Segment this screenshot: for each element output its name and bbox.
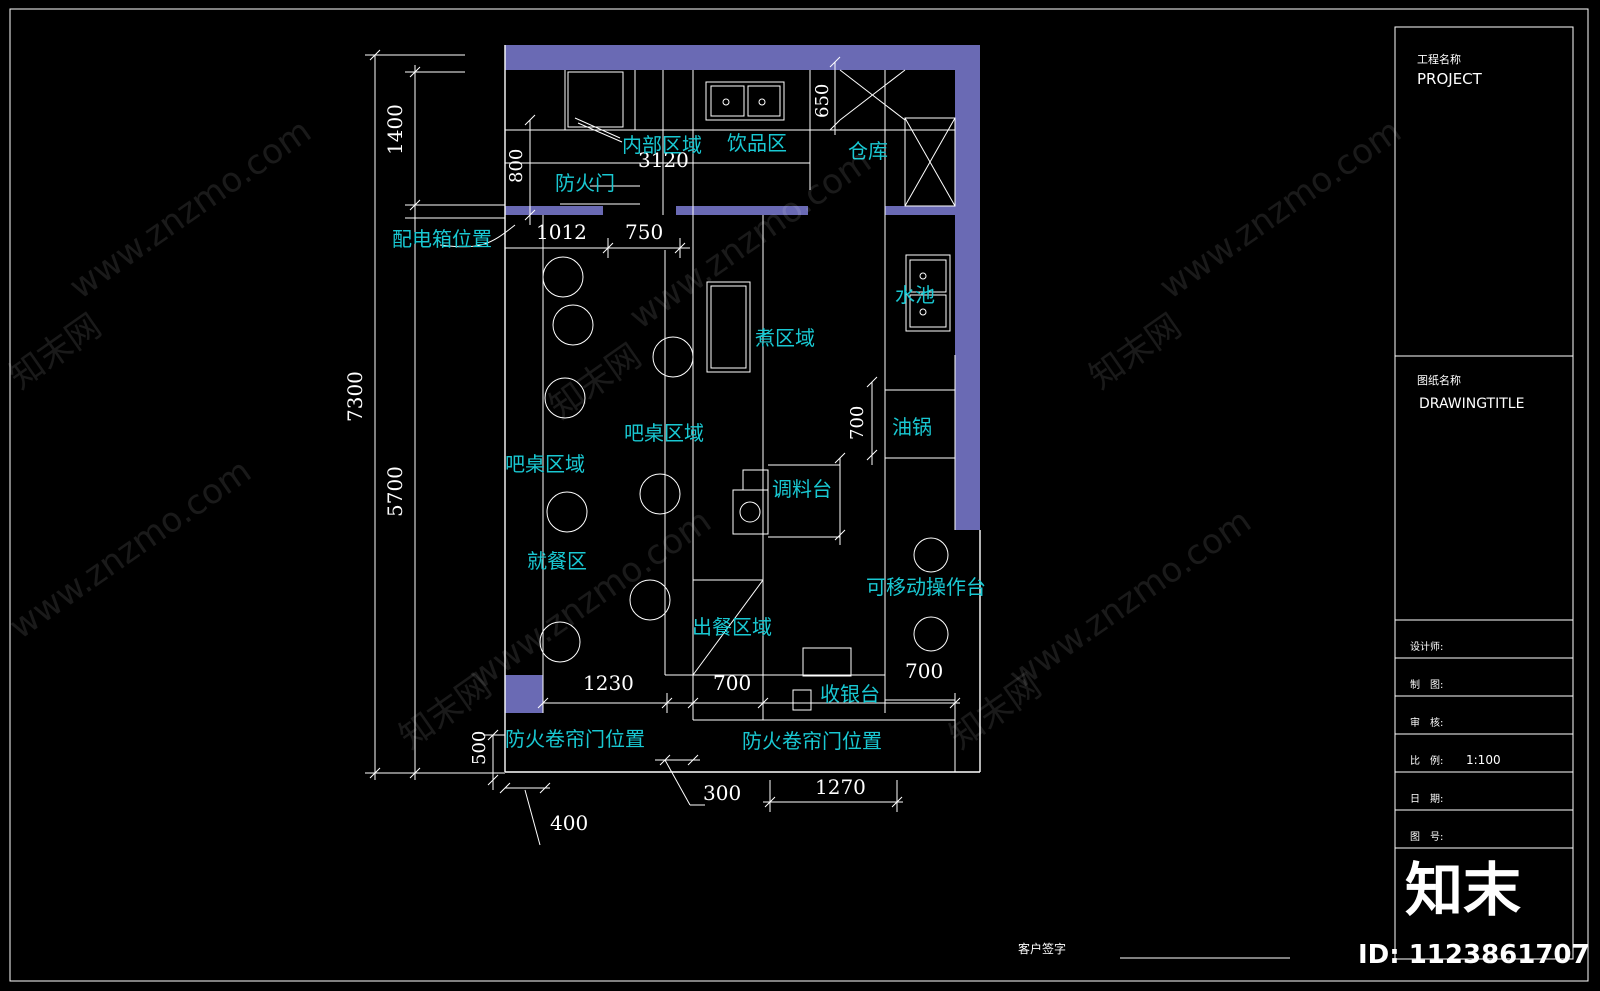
checker-label: 审 核: <box>1410 716 1443 729</box>
title-block: 工程名称 PROJECT 图纸名称 DRAWINGTITLE 设计师: 制 图:… <box>1358 26 1590 970</box>
zone-shutter-right: 防火卷帘门位置 <box>742 729 882 753</box>
brand-logo: 知末 <box>1405 856 1521 924</box>
zone-cashier: 收银台 <box>820 682 880 706</box>
scale-value: 1:100 <box>1466 753 1501 767</box>
dim-1270: 1270 <box>815 775 866 799</box>
project-value: PROJECT <box>1417 70 1483 88</box>
zone-cooking: 煮区域 <box>755 326 815 350</box>
zone-interior: 内部区域 <box>622 133 702 157</box>
zone-drinks: 饮品区 <box>727 131 787 155</box>
project-label: 工程名称 <box>1417 52 1461 66</box>
sheet-label: 图 号: <box>1410 831 1443 843</box>
drafter-label: 制 图: <box>1410 678 1443 691</box>
watermark-site: www.znzmo.com <box>62 111 318 307</box>
walls <box>505 45 980 713</box>
zone-shutter-left: 防火卷帘门位置 <box>505 727 645 751</box>
dimension-lines <box>365 49 961 846</box>
id-text: ID: 1123861707 <box>1358 940 1590 970</box>
zone-serving: 出餐区域 <box>692 615 772 639</box>
client-signature-label: 客户签字 <box>1018 941 1066 956</box>
watermark-site: www.znzmo.com <box>1002 501 1258 697</box>
dim-700-bottom-right: 700 <box>905 659 943 683</box>
dim-width-3120: 3120 <box>638 148 689 172</box>
zone-oil-pot: 油锅 <box>892 415 932 439</box>
zone-seasoning: 调料台 <box>772 477 832 501</box>
dim-300: 300 <box>703 781 741 805</box>
watermark-site: www.znzmo.com <box>2 451 258 647</box>
drawing-label: 图纸名称 <box>1417 373 1461 387</box>
watermark-brand: 知末网 <box>542 336 648 427</box>
watermark-site: www.znzmo.com <box>462 501 718 697</box>
dim-650: 650 <box>812 84 833 118</box>
dim-400: 400 <box>550 811 588 835</box>
dim-1012: 1012 <box>536 220 587 244</box>
dim-door-800: 800 <box>506 149 527 183</box>
watermark-brand: 知末网 <box>1082 306 1188 397</box>
dim-700-oil: 700 <box>847 406 868 440</box>
date-label: 日 期: <box>1410 793 1443 805</box>
zone-fire-door: 防火门 <box>555 171 615 195</box>
dim-total-height: 7300 <box>343 371 367 422</box>
watermark-brand: 知末网 <box>2 306 108 397</box>
watermark-brand: 知末网 <box>942 666 1048 757</box>
plan-outline <box>439 45 981 773</box>
sheet-frame <box>9 8 1589 982</box>
dim-upper-height: 1400 <box>383 104 407 155</box>
zone-sink: 水池 <box>895 283 935 307</box>
zone-bar-table-2: 吧桌区域 <box>505 452 585 476</box>
zone-electric-box: 配电箱位置 <box>392 227 492 251</box>
dim-750: 750 <box>625 220 663 244</box>
zone-bar-table-1: 吧桌区域 <box>624 421 704 445</box>
zone-labels: 内部区域 饮品区 仓库 防火门 配电箱位置 水池 煮区域 油锅 吧桌区域 吧桌区… <box>392 131 986 753</box>
watermark-site: www.znzmo.com <box>1152 111 1408 307</box>
drawing-value: DRAWINGTITLE <box>1419 396 1524 412</box>
zone-storage: 仓库 <box>848 139 888 163</box>
dim-lower-height: 5700 <box>383 466 407 517</box>
zone-mobile-table: 可移动操作台 <box>866 575 986 599</box>
zone-dining: 就餐区 <box>527 549 587 573</box>
dim-1230: 1230 <box>583 671 634 695</box>
dim-700-bottom-mid: 700 <box>713 671 751 695</box>
scale-label: 比 例: <box>1410 754 1443 767</box>
designer-label: 设计师: <box>1410 640 1443 653</box>
dimension-labels: 7300 1400 5700 800 3120 650 1012 750 700… <box>343 84 943 835</box>
dim-500: 500 <box>469 731 490 765</box>
